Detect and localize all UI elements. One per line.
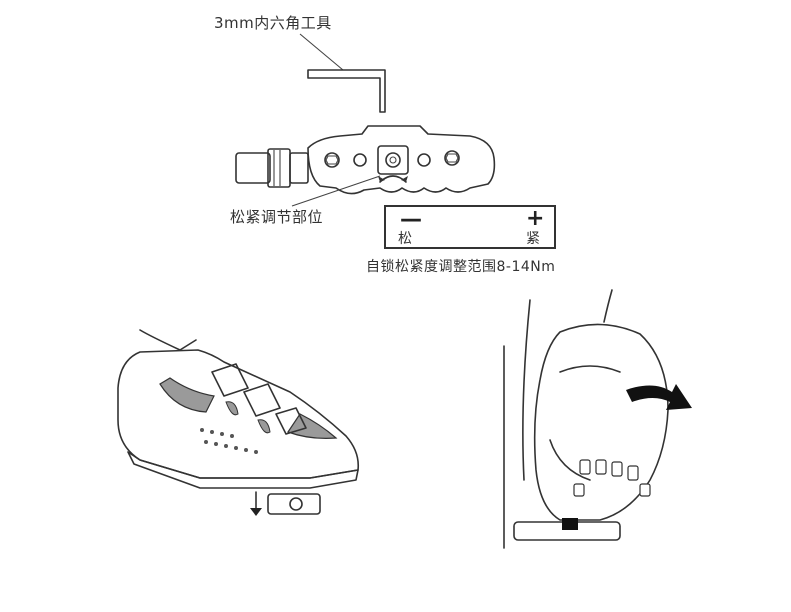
- clip-in-arrow-icon: [250, 508, 262, 516]
- plus-symbol: +: [526, 206, 545, 231]
- adjust-position-label: 松紧调节部位: [230, 208, 324, 226]
- loosen-label: 松: [398, 231, 412, 247]
- tool-label: 3mm内六角工具: [214, 14, 332, 32]
- minus-symbol: —: [400, 207, 422, 232]
- tool-leader-line: [299, 33, 344, 71]
- adjust-leader-line: [291, 175, 381, 207]
- pedal-body-icon: [235, 125, 496, 195]
- tension-legend: — + 松 紧: [384, 205, 556, 249]
- tighten-label: 紧: [526, 231, 540, 247]
- twist-out-arrow-icon: [626, 384, 692, 410]
- torque-range-label: 自锁松紧度调整范围8-14Nm: [366, 259, 556, 275]
- hex-key-icon: [307, 69, 386, 113]
